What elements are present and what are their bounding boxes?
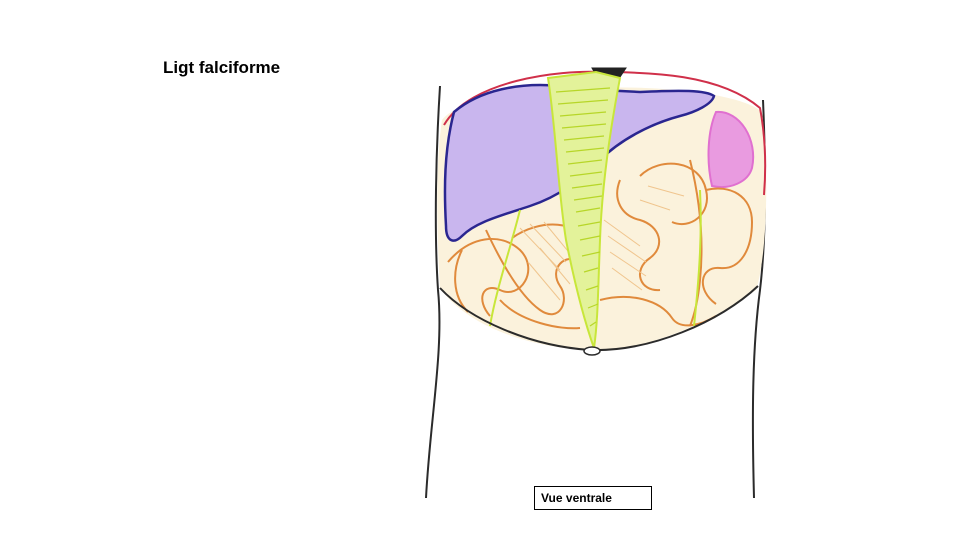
- torso-left-side: [425, 85, 441, 499]
- view-caption: Vue ventrale: [534, 486, 652, 510]
- umbilicus-icon: [583, 346, 601, 356]
- peritoneum-rim: [443, 70, 767, 196]
- slide-title: Ligt falciforme: [163, 58, 281, 77]
- ligament-striations: [555, 87, 611, 327]
- spleen: [707, 110, 755, 188]
- ligament-branches: [489, 189, 702, 327]
